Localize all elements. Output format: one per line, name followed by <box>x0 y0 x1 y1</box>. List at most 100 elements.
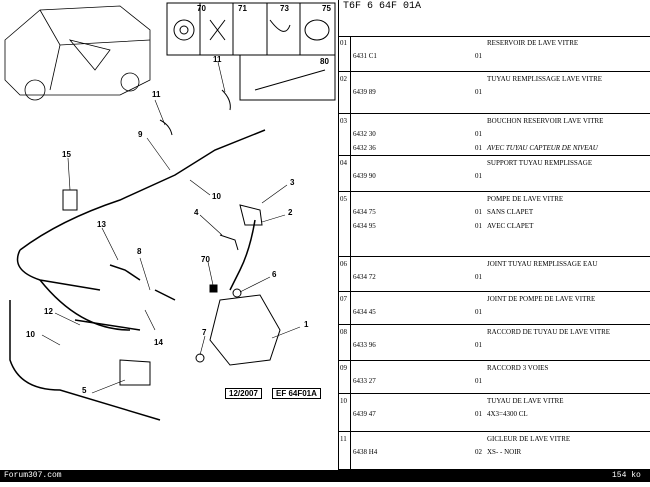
callout-13: 13 <box>97 220 106 229</box>
exploded-view-drawing <box>4 2 336 421</box>
parts-table: T6F 6 64F 01A 01 RESERVOIR DE LAVE VITRE 6… <box>338 0 650 470</box>
row-ref: 10 <box>340 397 347 405</box>
table-header: T6F 6 64F 01A <box>339 0 650 37</box>
row-ref: 02 <box>340 75 347 83</box>
row-description: RACCORD DE TUYAU DE LAVE VITRE <box>487 328 611 336</box>
row-part-code: 6433 27 <box>353 377 376 385</box>
row-ref: 01 <box>340 39 347 47</box>
thumb-label-75: 75 <box>322 4 331 13</box>
page-code: T6F 6 64F 01A <box>343 1 422 12</box>
reservoir-body <box>62 89 281 386</box>
row-quantity: 01 <box>475 88 482 96</box>
row-ref: 09 <box>340 364 347 372</box>
row-quantity: 02 <box>475 448 482 456</box>
row-variant: XS- - NOIR <box>487 448 522 456</box>
row-part-code: 6439 90 <box>353 172 376 180</box>
row-quantity: 01 <box>475 308 482 316</box>
parts-diagram: 1 2 3 4 5 6 7 8 9 10 10 11 11 12 13 14 1… <box>4 2 336 421</box>
row-description: BOUCHON RESERVOIR LAVE VITRE <box>487 117 604 125</box>
row-part-code: 6439 89 <box>353 88 376 96</box>
row-description: JOINT DE POMPE DE LAVE VITRE <box>487 295 596 303</box>
leader-lines <box>41 61 301 394</box>
thumb-label-80: 80 <box>320 57 329 66</box>
callout-14: 14 <box>154 338 163 347</box>
thumb-label-73: 73 <box>280 4 289 13</box>
row-ref: 04 <box>340 159 347 167</box>
row-quantity: 01 <box>475 172 482 180</box>
table-row: 07 JOINT DE POMPE DE LAVE VITRE 6434 45 01 <box>339 292 650 325</box>
row-quantity: 01 <box>475 410 482 418</box>
footer-size: 154 ko <box>612 471 641 480</box>
detail-thumbnails <box>166 2 336 101</box>
row-part-code: 6431 C1 <box>353 52 377 60</box>
row-part-code: 6434 95 <box>353 222 376 230</box>
row-ref: 07 <box>340 295 347 303</box>
row-ref: 03 <box>340 117 347 125</box>
row-quantity: 01 <box>475 273 482 281</box>
row-ref: 05 <box>340 195 347 203</box>
row-variant: SANS CLAPET <box>487 208 534 216</box>
row-description: SUPPORT TUYAU REMPLISSAGE <box>487 159 593 167</box>
table-row: 11 GICLEUR DE LAVE VITRE 6438 H4 02 XS- - NO… <box>339 432 650 470</box>
callout-11a: 11 <box>152 90 161 99</box>
row-description: RACCORD 3 VOIES <box>487 364 549 372</box>
callout-10b: 10 <box>26 330 35 339</box>
callout-10a: 10 <box>212 192 221 201</box>
column-divider <box>350 36 351 470</box>
footer-bar: Forum307.com 154 ko <box>0 470 650 482</box>
table-row: 05 POMPE DE LAVE VITRE 6434 75 01 SANS CLAPE… <box>339 192 650 257</box>
row-part-code: 6439 47 <box>353 410 376 418</box>
callout-4: 4 <box>194 208 199 217</box>
row-quantity: 01 <box>475 130 482 138</box>
table-row: 08 RACCORD DE TUYAU DE LAVE VITRE 6433 96 0… <box>339 325 650 361</box>
thumb-label-70: 70 <box>197 4 206 13</box>
callout-15: 15 <box>62 150 71 159</box>
row-quantity: 01 <box>475 377 482 385</box>
row-part-code: 6434 45 <box>353 308 376 316</box>
row-description: RESERVOIR DE LAVE VITRE <box>487 39 579 47</box>
row-quantity: 01 <box>475 208 482 216</box>
row-description: GICLEUR DE LAVE VITRE <box>487 435 571 443</box>
row-variant: AVEC TUYAU CAPTEUR DE NIVEAU <box>487 144 598 152</box>
table-row: 02 TUYAU REMPLISSAGE LAVE VITRE 6439 89 01 <box>339 72 650 114</box>
ref-box: EF 64F01A <box>272 388 321 399</box>
row-part-code: 6432 30 <box>353 130 376 138</box>
row-quantity: 01 <box>475 52 482 60</box>
thumb-label-71: 71 <box>238 4 247 13</box>
row-quantity: 01 <box>475 222 482 230</box>
table-row: 09 RACCORD 3 VOIES 6433 27 01 <box>339 361 650 394</box>
callout-9: 9 <box>138 130 143 139</box>
row-part-code: 6432 36 <box>353 144 376 152</box>
row-part-code: 6438 H4 <box>353 448 378 456</box>
callout-5: 5 <box>82 386 87 395</box>
row-ref: 11 <box>340 435 347 443</box>
footer-site: Forum307.com <box>4 471 62 480</box>
callout-1: 1 <box>304 320 309 329</box>
callout-11b: 11 <box>213 55 222 64</box>
table-row: 01 RESERVOIR DE LAVE VITRE 6431 C1 01 <box>339 36 650 72</box>
car-outline-illustration <box>4 5 151 101</box>
row-quantity: 01 <box>475 144 482 152</box>
callout-7: 7 <box>202 328 207 337</box>
callout-8: 8 <box>137 247 142 256</box>
row-variant: AVEC CLAPET <box>487 222 534 230</box>
table-row: 03 BOUCHON RESERVOIR LAVE VITRE 6432 30 01 6… <box>339 114 650 156</box>
row-part-code: 6434 72 <box>353 273 376 281</box>
hose-lines <box>9 129 266 421</box>
row-variant: 4X3=4300 CL <box>487 410 528 418</box>
row-description: TUYAU REMPLISSAGE LAVE VITRE <box>487 75 603 83</box>
row-part-code: 6434 75 <box>353 208 376 216</box>
row-part-code: 6433 96 <box>353 341 376 349</box>
row-quantity: 01 <box>475 341 482 349</box>
row-description: TUYAU DE LAVE VITRE <box>487 397 564 405</box>
table-row: 10 TUYAU DE LAVE VITRE 6439 47 01 4X3=4300 C… <box>339 394 650 432</box>
callout-12: 12 <box>44 307 53 316</box>
callout-3: 3 <box>290 178 295 187</box>
date-box: 12/2007 <box>225 388 262 399</box>
row-ref: 08 <box>340 328 347 336</box>
table-row: 04 SUPPORT TUYAU REMPLISSAGE 6439 90 01 <box>339 156 650 192</box>
row-ref: 06 <box>340 260 347 268</box>
callout-70: 70 <box>201 255 210 264</box>
row-description: POMPE DE LAVE VITRE <box>487 195 564 203</box>
